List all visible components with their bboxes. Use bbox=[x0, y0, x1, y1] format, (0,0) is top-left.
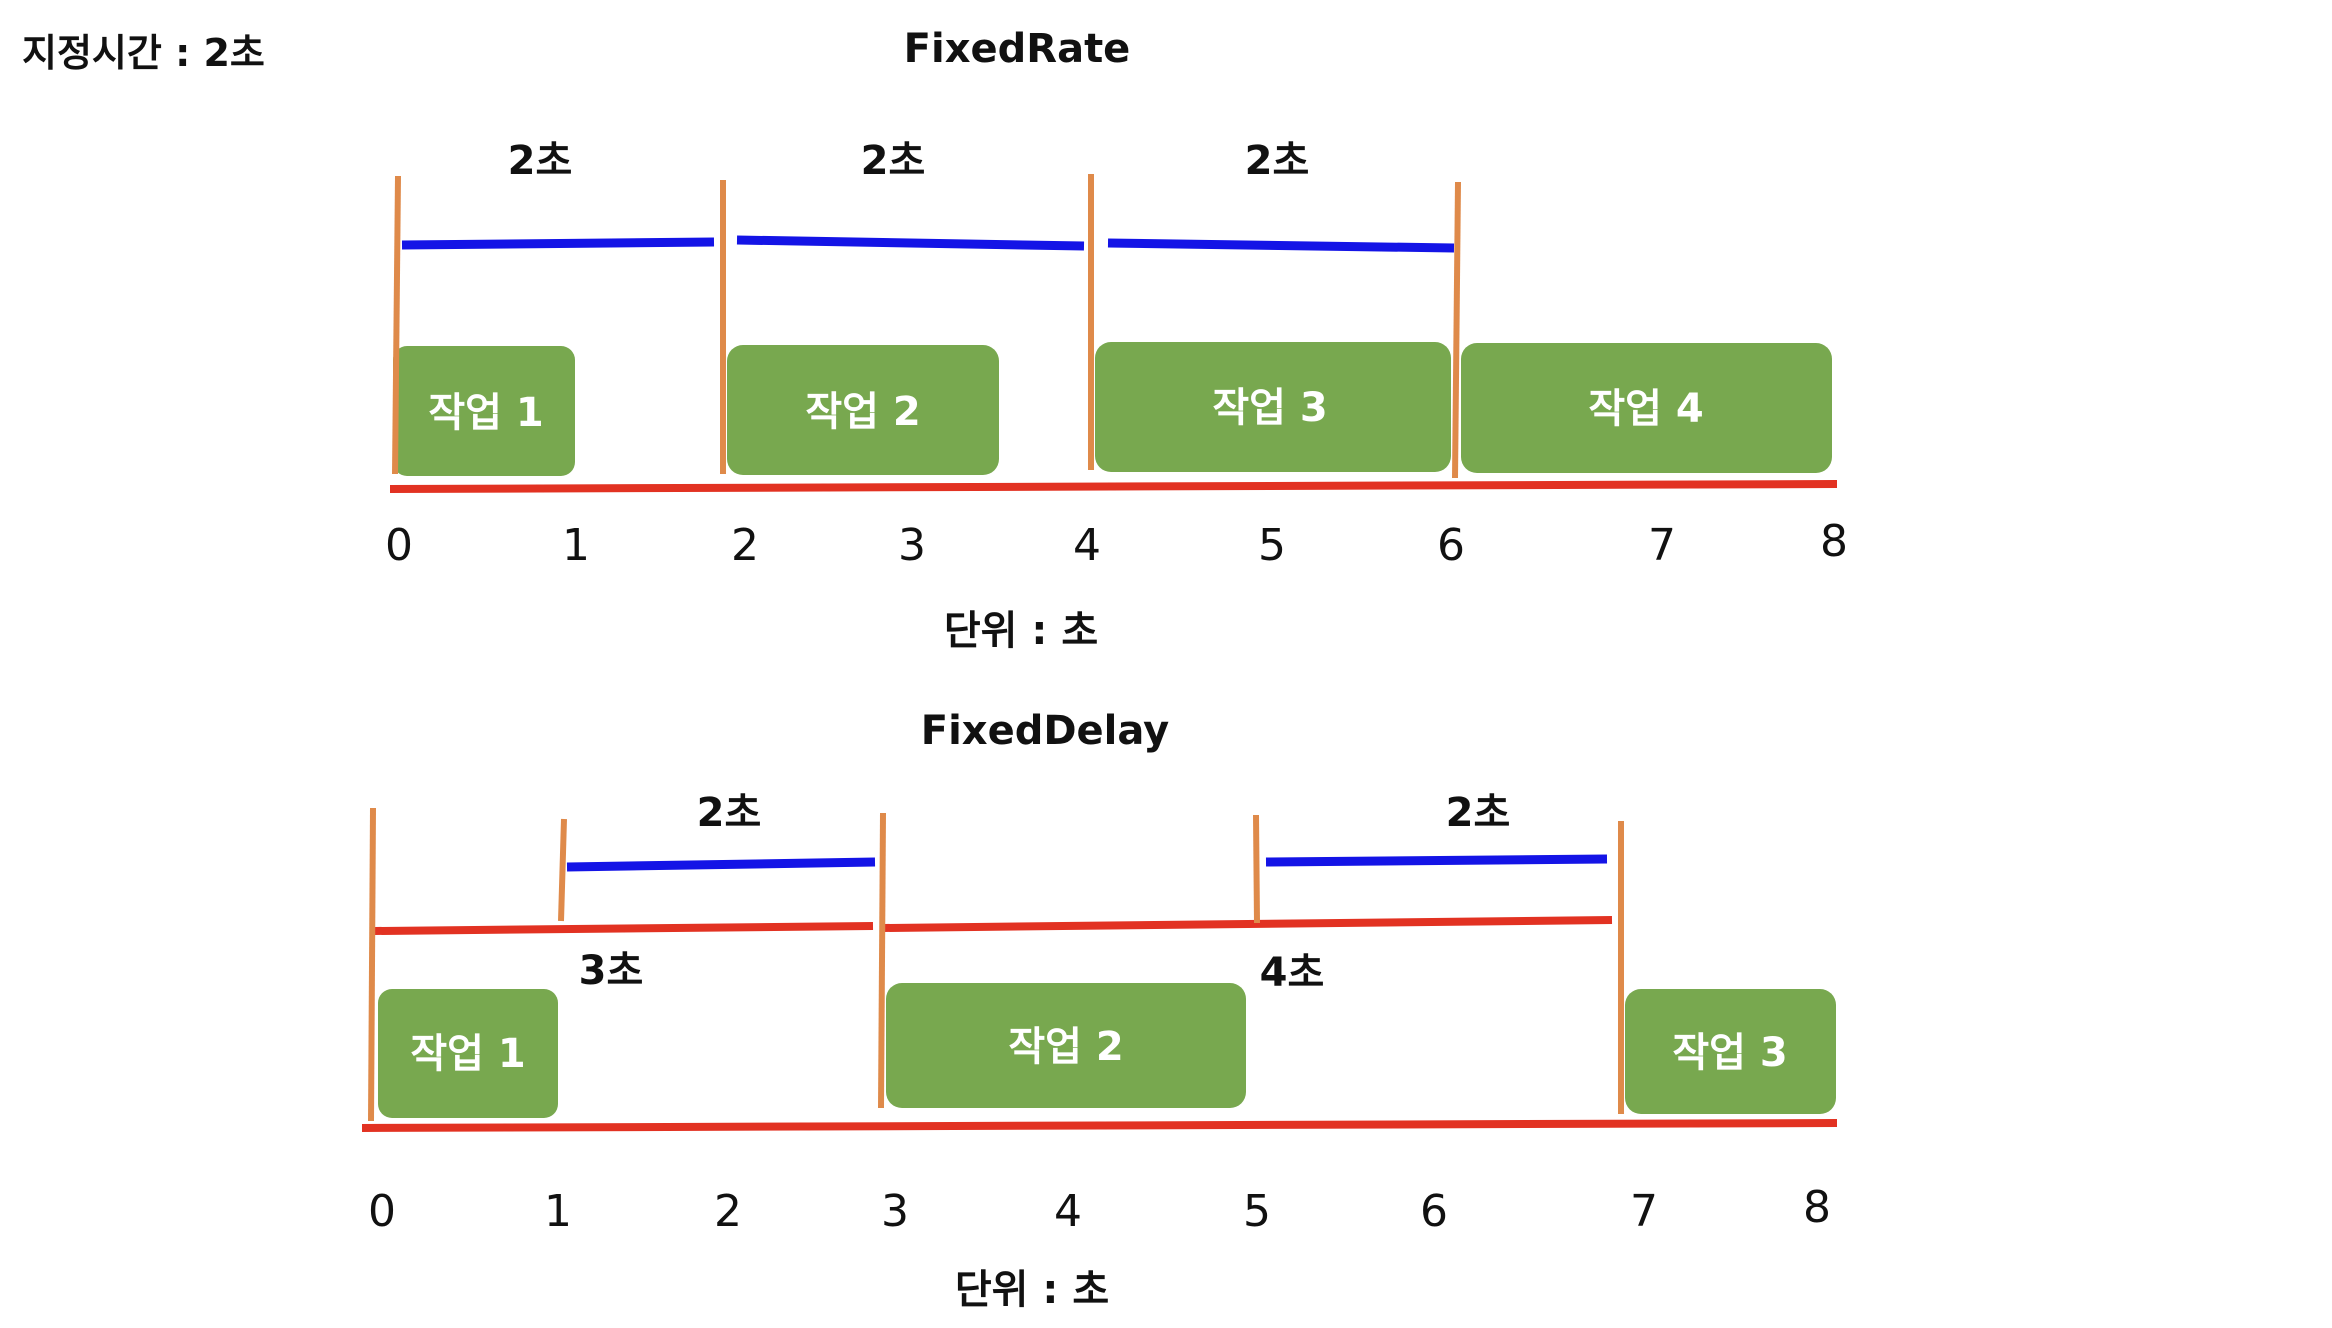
fixed-delay-tick-1: 1 bbox=[544, 1186, 572, 1237]
fixed-rate-interval-label-1: 2초 bbox=[508, 138, 573, 184]
fixed-rate-task-3-label: 작업 3 bbox=[1212, 385, 1327, 431]
fixed-delay-task-1 bbox=[378, 989, 558, 1118]
fixed-rate-task-1 bbox=[393, 346, 575, 476]
fixed-rate-task-2-label: 작업 2 bbox=[805, 389, 920, 435]
fixed-delay-delay-label-2: 2초 bbox=[1446, 790, 1511, 836]
fixed-delay-tick-0: 0 bbox=[368, 1186, 396, 1237]
fixed-delay-marker-3 bbox=[878, 812, 886, 1109]
fixed-rate-interval-label-3: 2초 bbox=[1245, 138, 1310, 184]
fixed-delay-marker-5 bbox=[1253, 814, 1260, 924]
fixed-rate-tick-4: 4 bbox=[1073, 520, 1101, 571]
fixed-delay-delay-label-1: 2초 bbox=[697, 790, 762, 836]
fixed-delay-tick-8: 8 bbox=[1803, 1182, 1831, 1233]
fixed-delay-marker-0 bbox=[368, 807, 376, 1122]
fixed-delay-task-2-label: 작업 2 bbox=[1008, 1024, 1123, 1070]
fixed-rate-tick-2: 2 bbox=[731, 520, 759, 571]
fixed-rate-tick-1: 1 bbox=[562, 520, 590, 571]
fixed-rate-task-2 bbox=[727, 345, 999, 475]
fixed-rate-marker-6 bbox=[1452, 181, 1461, 479]
fixed-rate-task-3 bbox=[1095, 342, 1451, 472]
fixed-delay-tick-6: 6 bbox=[1420, 1186, 1448, 1237]
fixed-rate-tick-5: 5 bbox=[1258, 520, 1286, 571]
fixed-delay-cycle-label-1: 3초 bbox=[579, 948, 644, 994]
fixed-rate-title: FixedRate bbox=[904, 26, 1131, 72]
fixed-rate-tick-6: 6 bbox=[1437, 520, 1465, 571]
fixed-delay-delay-line-1 bbox=[566, 857, 876, 872]
fixed-rate-tick-3: 3 bbox=[898, 520, 926, 571]
fixed-rate-interval-line-3 bbox=[1107, 238, 1455, 253]
fixed-delay-time-axis bbox=[361, 1119, 1838, 1132]
fixed-rate-task-1-label: 작업 1 bbox=[428, 390, 543, 436]
fixed-delay-marker-1 bbox=[558, 818, 567, 922]
fixed-delay-delay-line-2 bbox=[1265, 854, 1608, 867]
fixed-delay-tick-7: 7 bbox=[1630, 1186, 1658, 1237]
fixed-delay-tick-3: 3 bbox=[881, 1186, 909, 1237]
fixed-delay-task-3 bbox=[1625, 989, 1836, 1114]
fixed-delay-unit-label: 단위 : 초 bbox=[955, 1267, 1109, 1313]
fixed-delay-cycle-line-1 bbox=[374, 922, 874, 935]
fixed-rate-unit-label: 단위 : 초 bbox=[944, 608, 1098, 654]
fixed-rate-task-4 bbox=[1461, 343, 1832, 473]
fixed-rate-interval-line-1 bbox=[401, 237, 715, 250]
fixed-delay-task-3-label: 작업 3 bbox=[1672, 1030, 1787, 1076]
fixed-delay-section: FixedDelay 2초 2초 3초 4초 작업 1 작업 2 작업 3 0 … bbox=[361, 708, 1838, 1313]
fixed-rate-tick-8: 8 bbox=[1820, 516, 1848, 567]
fixed-rate-time-axis bbox=[389, 480, 1838, 493]
fixed-delay-title: FixedDelay bbox=[921, 708, 1169, 754]
fixed-delay-tick-5: 5 bbox=[1243, 1186, 1271, 1237]
fixed-delay-task-1-label: 작업 1 bbox=[410, 1031, 525, 1077]
fixed-rate-marker-0 bbox=[392, 175, 401, 475]
fixed-rate-section: FixedRate 2초 2초 2초 작업 1 작업 2 작업 3 작업 4 0… bbox=[385, 26, 1848, 654]
fixed-rate-task-4-label: 작업 4 bbox=[1588, 386, 1703, 432]
fixed-delay-cycle-line-2 bbox=[883, 916, 1613, 932]
fixed-delay-tick-4: 4 bbox=[1054, 1186, 1082, 1237]
fixed-delay-tick-2: 2 bbox=[714, 1186, 742, 1237]
fixed-rate-tick-7: 7 bbox=[1648, 520, 1676, 571]
fixed-rate-tick-0: 0 bbox=[385, 520, 413, 571]
fixed-delay-cycle-label-2: 4초 bbox=[1260, 950, 1325, 996]
fixed-delay-task-2 bbox=[886, 983, 1246, 1108]
fixed-rate-interval-line-2 bbox=[736, 235, 1085, 251]
fixed-rate-interval-label-2: 2초 bbox=[861, 138, 926, 184]
specified-time-label: 지정시간 : 2초 bbox=[22, 31, 265, 75]
